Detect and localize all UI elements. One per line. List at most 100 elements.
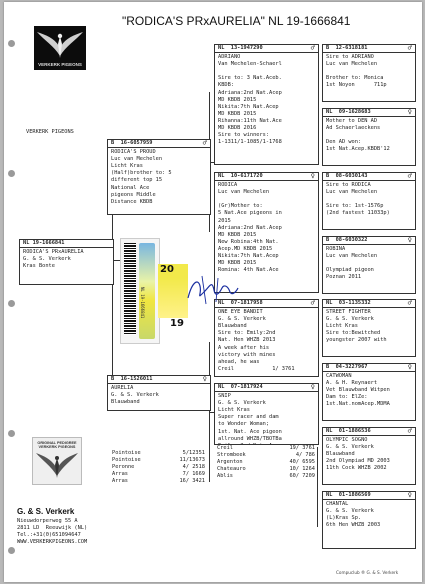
pedigree-sds: B 08-6030143 ♂ Sire to RODICA Luc van Mec… — [322, 172, 416, 230]
pigeon-wings-icon — [37, 32, 83, 58]
country-code: B — [326, 173, 330, 179]
ring-year-top: 20 — [158, 264, 188, 278]
sire-details: RODICA'S PROUD Luc van Mechelen Licht Kr… — [111, 149, 172, 205]
logo-label: ORIGINAL PEDIGREE VERKERK PIGEONS — [37, 441, 77, 449]
dam-details: AURELIA G. & S. Verkerk Blauwband — [111, 385, 159, 406]
ring-number: 07-1817924 — [230, 384, 263, 390]
country-code: B — [326, 364, 330, 370]
ring-number: 12-6318181 — [335, 45, 368, 51]
country-code: NL — [326, 492, 333, 498]
female-icon: ♀ — [310, 383, 315, 391]
race-result: 4/ 2518 — [182, 464, 205, 471]
race-name: Ablis — [217, 473, 233, 480]
breeder-address: Nieuwdorperweg 55 A 2811 LD Reeuwijk (NL… — [17, 518, 88, 546]
race-name: Creil — [217, 445, 233, 451]
ring-band — [139, 243, 155, 339]
connector-line — [317, 447, 318, 527]
sds-details: Sire to RODICA Luc van Mechelen Sire to:… — [326, 182, 390, 217]
race-name: Pointoise — [112, 450, 141, 456]
race-result: 19/ 3761 — [289, 445, 315, 451]
pedigree-sire-dam: NL 10-6171720 ♀ RODICA Luc van Mechelen … — [214, 172, 319, 293]
pedigree-dss: NL 03-1135332♂ STREET FIGHTER G. & S. Ve… — [322, 299, 416, 357]
ring-number: 09-1628683 — [338, 109, 371, 115]
pedigree-dam-sire: NL 07-1817958 ♂ ONE EYE BANDIT G. & S. V… — [214, 299, 319, 377]
sdd-details: ROBINA Luc van Mechelen Olympiad pigeon … — [326, 246, 378, 281]
ring-card-image: NL 19-1666841 — [120, 238, 160, 344]
race-result: 5/12351 — [182, 450, 205, 456]
race-result: 11/13673 — [179, 457, 205, 464]
ring-band-text: NL 19-1666841 — [140, 287, 145, 319]
breeder-contact: G. & S. Verkerk Nieuwdorperweg 55 A 2811… — [17, 507, 87, 546]
binder-hole — [8, 547, 15, 554]
country-code: NL — [326, 109, 333, 115]
result-row: Pointoise 11/13673 — [111, 457, 206, 464]
pedigree-dsd: B 04-3227967♀ CATWOMAN A. & H. Reynaert … — [322, 363, 416, 421]
race-name: Arras — [112, 471, 128, 478]
female-icon: ♀ — [407, 363, 412, 371]
verkerk-pigeons-logo: VERKERK PIGEONS — [34, 26, 86, 70]
sire-sire-details: ADRIANO Van Mechelen-Schaerl Sire to: 3 … — [218, 54, 282, 146]
pedigree-sire-sire: NL 13-1947290 ♂ ADRIANO Van Mechelen-Sch… — [214, 44, 319, 165]
footer-credit: Compuclub ® G. & S. Verkerk — [336, 570, 399, 575]
female-icon: ♀ — [310, 172, 315, 180]
handwritten-signature — [187, 275, 239, 305]
subject-header: NL 19-1666841 — [20, 240, 113, 249]
binder-hole — [8, 430, 15, 437]
race-name: Pointoise — [112, 457, 141, 464]
male-icon: ♂ — [310, 44, 315, 52]
connector-line — [209, 412, 217, 413]
subject-details: RODICA'S PRxAURELIA G. & S. Verkerk Kras… — [23, 249, 84, 270]
ddd-details: CHANTAL G. & S. Verkerk (L)Kras Sp. 6th … — [326, 501, 381, 529]
original-pedigree-logo: ORIGINAL PEDIGREE VERKERK PIGEONS — [32, 437, 82, 485]
country-code: B — [111, 140, 115, 146]
dam-sire-header: NL 07-1817958 ♂ — [215, 300, 318, 309]
race-name: Strombeek — [217, 452, 246, 459]
pedigree-subject: NL 19-1666841 RODICA'S PRxAURELIA G. & S… — [19, 239, 114, 285]
race-result: 40/ 6595 — [289, 459, 315, 466]
result-row: Pointoise 5/12351 — [111, 450, 206, 457]
ring-number: 16-1526011 — [120, 376, 153, 382]
ring-number: 16-6057959 — [120, 140, 153, 146]
connector-line — [209, 162, 217, 163]
country-code: NL — [218, 173, 225, 179]
dam-sire-details: ONE EYE BANDIT G. & S. Verkerk Blauwband… — [218, 309, 295, 372]
dam-dam-header: NL 07-1817924 ♀ — [215, 383, 318, 393]
country-code: NL — [326, 300, 333, 306]
race-result: 4/ 786 — [295, 452, 315, 459]
race-result: 16/ 3421 — [179, 478, 205, 485]
country-code: NL — [218, 384, 225, 390]
pedigree-dam-dam: NL 07-1817924 ♀ SNIP G. & S. Verkerk Lic… — [214, 383, 319, 445]
pedigree-sdd: B 08-6030322♀ ROBINA Luc van Mechelen Ol… — [322, 236, 416, 294]
country-code: B — [111, 376, 115, 382]
result-row: Strombeek 4/ 786 — [216, 452, 316, 459]
female-icon: ♀ — [407, 108, 412, 116]
result-row: Creil 19/ 3761 — [216, 445, 316, 452]
country-code: B — [326, 237, 330, 243]
pedigree-title: "RODICA'S PRxAURELIA" NL 19-1666841 — [122, 14, 351, 28]
ring-number: 01-1886569 — [338, 492, 371, 498]
ring-number: 08-6030322 — [335, 237, 368, 243]
ring-number: 08-6030143 — [335, 173, 368, 179]
race-result: 10/ 1264 — [289, 466, 315, 473]
ring-number: 04-3227967 — [335, 364, 368, 370]
dam-dam-details: SNIP G. & S. Verkerk Licht Kras Super ra… — [218, 393, 282, 444]
male-icon: ♂ — [407, 172, 412, 180]
binder-hole — [8, 170, 15, 177]
breeder-name: VERKERK PIGEONS — [26, 129, 74, 135]
male-icon: ♂ — [407, 44, 412, 52]
pedigree-sss: B 12-6318181♂ Sire to ADRIANO Luc van Me… — [322, 44, 416, 102]
connector-line — [112, 284, 113, 378]
race-name: Arras — [112, 478, 128, 485]
sire-sire-header: NL 13-1947290 ♂ — [215, 44, 318, 54]
pigeon-wings-icon — [36, 453, 78, 478]
result-row: Arras 16/ 3421 — [111, 478, 206, 485]
female-icon: ♀ — [202, 375, 207, 383]
pedigree-sire: B 16-6057959 ♂ RODICA'S PROUD Luc van Me… — [107, 139, 211, 215]
ring-year-sticker: 20 19 — [154, 264, 194, 329]
barcode — [124, 243, 136, 335]
dds-details: OLYMPIC SOGNO G. & S. Verkerk Blauwband … — [326, 437, 390, 472]
